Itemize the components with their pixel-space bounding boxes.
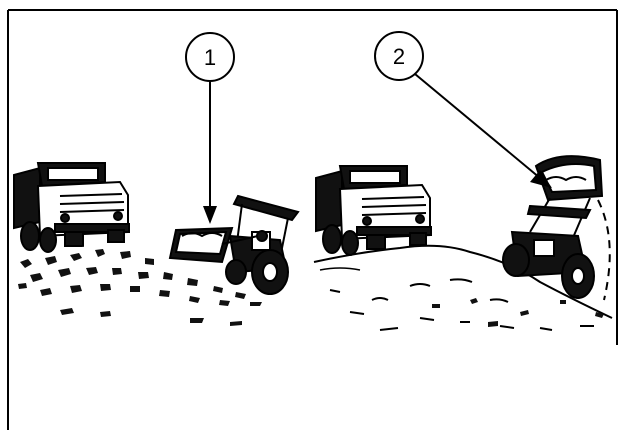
callout-2: 2 — [375, 32, 552, 188]
callout-2-label: 2 — [393, 44, 405, 69]
dump-truck-icon — [316, 166, 431, 255]
callout-2-leader-line — [415, 74, 540, 178]
front-end-loader-icon — [503, 156, 610, 300]
callout-1: 1 — [186, 33, 234, 224]
callout-1-arrowhead — [203, 206, 217, 224]
scene-left: 1 — [12, 33, 298, 326]
dump-truck-icon — [14, 163, 129, 252]
callout-1-label: 1 — [204, 45, 216, 70]
scene-right: 2 — [314, 32, 612, 330]
